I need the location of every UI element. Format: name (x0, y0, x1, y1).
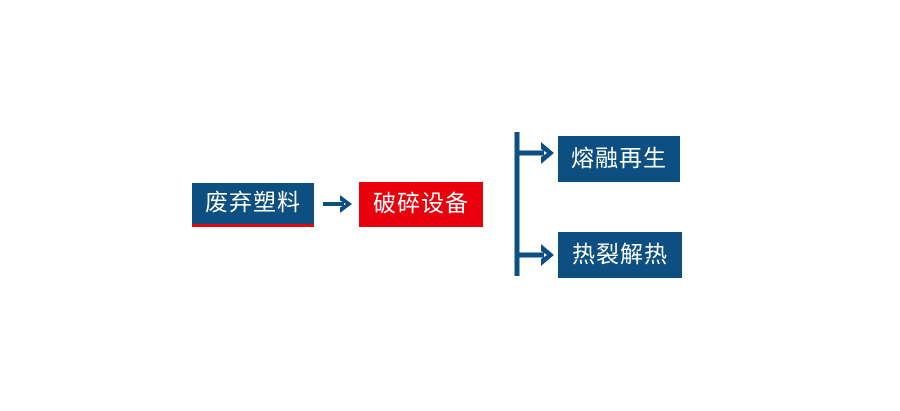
node-pyrolysis-label: 热裂解热 (572, 240, 668, 267)
node-crusher-label: 破碎设备 (373, 190, 469, 216)
arrow-right-icon (322, 188, 356, 220)
branch-arrows-icon (508, 128, 560, 280)
node-crusher[interactable]: 破碎设备 (359, 182, 483, 227)
node-melt-regeneration-label: 熔融再生 (571, 144, 667, 171)
node-waste-plastic[interactable]: 废弃塑料 (192, 183, 314, 227)
node-pyrolysis[interactable]: 热裂解热 (558, 232, 682, 278)
node-waste-plastic-label: 废弃塑料 (205, 189, 301, 215)
node-melt-regeneration[interactable]: 熔融再生 (558, 136, 680, 182)
